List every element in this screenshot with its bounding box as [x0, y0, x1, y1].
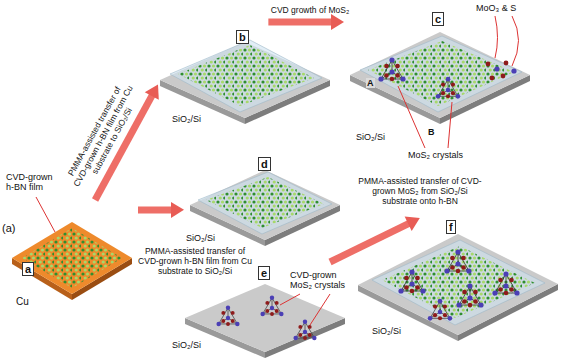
annotation-label: (a): [2, 222, 15, 235]
sio2-substrate: [372, 240, 545, 325]
precursor-dots: [494, 66, 499, 71]
sio2-substrate: [190, 170, 340, 240]
sio2-substrate: [206, 177, 324, 228]
arrow-shaft: [138, 206, 172, 213]
sio2-substrate: [350, 32, 530, 118]
panel-letter: f: [446, 220, 456, 234]
annotation-label: Cu: [16, 296, 29, 308]
sio2-substrate: [178, 45, 314, 106]
mos2-crystal: [216, 296, 316, 341]
annotation-label: SiO₂/Si: [172, 340, 201, 350]
arrow-label: PMMA-assisted transfer of CVD-grown h-BN…: [136, 246, 254, 276]
annotation-label: SiO₂/Si: [372, 326, 401, 336]
leader-line: [280, 294, 300, 305]
annotation-label: SiO₂/Si: [186, 233, 215, 243]
mos2-crystal: [293, 320, 316, 341]
mos2-crystal: [428, 299, 452, 321]
precursor-dots: [501, 74, 506, 79]
sio2-substrate: [185, 284, 345, 358]
panel: a: [8, 200, 138, 305]
arrow-head: [145, 85, 159, 100]
arrow-label: CVD growth of MoS₂: [268, 5, 352, 15]
arrow-head: [405, 217, 420, 231]
annotation-label: SiO₂/Si: [356, 132, 385, 142]
annotation-label: CVD-grown MoS₂ crystals: [290, 270, 350, 290]
leader-line: [495, 16, 498, 58]
annotation-label: B: [428, 127, 435, 137]
arrow-head: [331, 14, 344, 30]
sio2-substrate: [160, 40, 330, 124]
annotation-label: CVD-grown h-BN film: [6, 172, 60, 192]
precursor-dots: [504, 61, 509, 66]
arrow-label: PMMA-assisted transfer of CVD-grown MoS₂…: [356, 176, 484, 206]
sio2-substrate: [198, 172, 332, 234]
sio2-substrate: [368, 41, 514, 106]
mos2-crystal: [260, 296, 283, 317]
sio2-substrate: [360, 36, 522, 112]
process-arrow: [330, 217, 420, 262]
sio2-substrate: [358, 234, 558, 341]
mos2-crystal: [492, 271, 519, 295]
sio2-substrate: [350, 32, 530, 124]
panel: b: [158, 22, 336, 128]
leader-line: [36, 197, 55, 232]
arrow-shaft: [330, 223, 409, 262]
mos2-crystal: [398, 269, 425, 293]
leader-line: [310, 294, 330, 325]
panel-letter: a: [22, 262, 34, 276]
precursor-dots: [486, 62, 491, 67]
leader-line: [448, 102, 452, 148]
panel-letter: d: [258, 157, 271, 171]
panel-letter: c: [432, 12, 444, 26]
leader-line: [512, 16, 519, 66]
mos2-crystal: [216, 306, 239, 327]
panel-letter: e: [258, 266, 270, 280]
precursor-dots: [490, 76, 495, 81]
sio2-substrate: [170, 40, 322, 112]
mos2-crystal: [456, 283, 483, 307]
sio2-substrate: [185, 284, 345, 352]
mos2-crystal: [378, 57, 460, 98]
mos2-crystal: [378, 57, 405, 81]
mos2-crystal: [444, 249, 471, 273]
process-arrow: [268, 14, 344, 30]
panel: c: [344, 8, 562, 168]
leader-line: [398, 86, 425, 148]
arrow-head: [171, 202, 184, 218]
precursor-dots: [511, 68, 516, 73]
arrow-shaft: [268, 19, 332, 26]
leader-line: [398, 16, 519, 148]
annotation-label: MoO₃ & S: [476, 3, 516, 13]
annotation-label: SiO₂/Si: [172, 114, 201, 124]
panel-letter: b: [236, 30, 249, 44]
cu-substrate: [12, 222, 132, 294]
leader-line: [280, 294, 330, 325]
annotation-label: MoS₂ crystals: [408, 150, 463, 160]
cu-substrate: [12, 222, 132, 300]
precursor-dots: [486, 61, 517, 81]
mos2-crystal: [398, 249, 519, 320]
sio2-substrate: [358, 234, 558, 335]
cu-substrate: [22, 228, 122, 288]
mos2-crystal: [436, 77, 460, 99]
annotation-label: A: [366, 78, 375, 88]
sio2-substrate: [382, 246, 535, 318]
process-arrow: [138, 202, 184, 218]
